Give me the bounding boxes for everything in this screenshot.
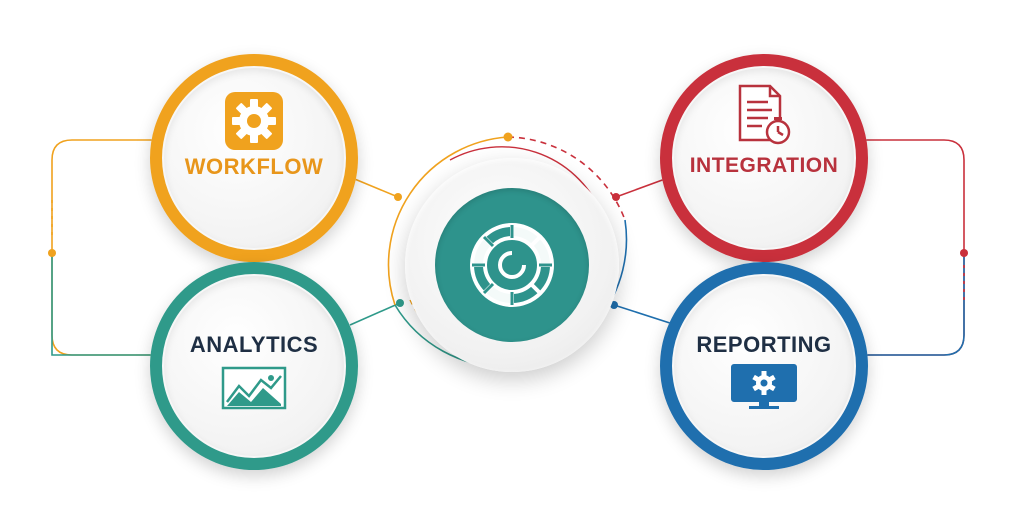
reporting-node: REPORTING [660, 262, 868, 470]
segmented-circle-icon [470, 223, 554, 307]
analytics-label: ANALYTICS [189, 332, 319, 357]
integration-node: INTEGRATION [660, 54, 868, 262]
left-junction-dot [48, 249, 56, 257]
analytics-node: ANALYTICS [150, 262, 358, 470]
line-chart-icon [221, 366, 287, 410]
workflow-node: WORKFLOW [150, 54, 358, 262]
monitor-gear-icon [731, 364, 797, 409]
gear-icon [225, 92, 283, 150]
integration-connector [864, 139, 965, 356]
workflow-label: WORKFLOW [184, 154, 324, 179]
right-junction-dot [960, 249, 968, 257]
integration-label: INTEGRATION [689, 154, 839, 177]
reporting-label: REPORTING [696, 332, 832, 357]
workflow-connector [51, 139, 160, 356]
analytics-connector [51, 255, 160, 356]
hub-core [435, 188, 589, 342]
reporting-connector [864, 255, 965, 356]
document-clock-icon [738, 84, 791, 145]
